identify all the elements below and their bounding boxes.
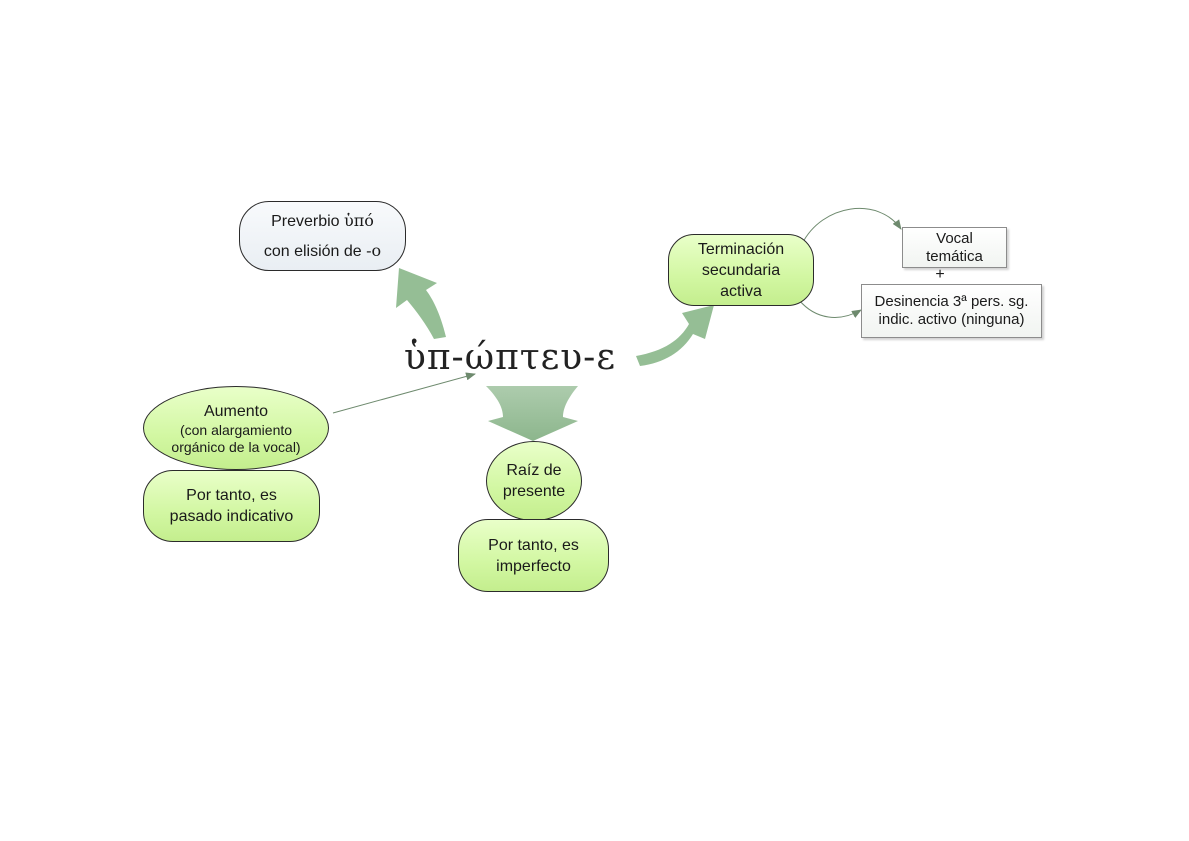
preverbio-greek: ὑπό: [344, 211, 374, 230]
desinencia-line-1: Desinencia 3ª pers. sg.: [874, 293, 1029, 310]
terminacion-line-2: secundaria: [701, 261, 781, 279]
pasado-line-2: pasado indicativo: [169, 508, 294, 525]
terminacion-line-1: Terminación: [697, 240, 785, 258]
plus-sign: +: [935, 266, 945, 283]
raiz-line-2: presente: [502, 483, 566, 500]
node-aumento: Aumento (con alargamiento orgánico de la…: [143, 386, 329, 470]
preverbio-label: Preverbio: [271, 213, 345, 230]
connector-aumento-to-word: [332, 372, 476, 414]
desinencia-line-2: indic. activo (ninguna): [878, 311, 1025, 328]
aumento-detail-1: (con alargamiento: [179, 421, 293, 438]
greek-verb-form: ὑπ-ώπτευ-ε: [404, 337, 616, 378]
node-vocal-tematica: Vocal temática: [902, 227, 1007, 268]
vocal-line-2: temática: [926, 247, 983, 265]
vocal-line-1: Vocal: [936, 229, 973, 247]
imperfecto-line-2: imperfecto: [496, 557, 571, 575]
preverbio-line-1: Preverbio ὑπό: [271, 210, 374, 232]
block-arrow-to-terminacion: [636, 305, 714, 366]
imperfecto-line-1: Por tanto, es: [488, 536, 579, 554]
node-imperfecto: Por tanto, es imperfecto: [458, 519, 609, 592]
elision-label: con elisión de: [263, 243, 367, 260]
connector-to-vocal: [801, 207, 902, 245]
block-arrow-to-preverbio: [396, 268, 446, 339]
preverbio-line-2: con elisión de -ο: [264, 240, 381, 262]
node-raiz-presente: Raíz de presente: [486, 441, 582, 521]
node-terminacion: Terminación secundaria activa: [668, 234, 814, 306]
aumento-title: Aumento: [203, 402, 269, 420]
elision-greek: -ο: [366, 241, 382, 260]
aumento-detail-2: orgánico de la vocal): [171, 438, 301, 455]
node-desinencia: Desinencia 3ª pers. sg. indic. activo (n…: [861, 284, 1042, 338]
terminacion-line-3: activa: [720, 282, 762, 300]
raiz-line-1: Raíz de: [506, 462, 562, 479]
node-preverbio: Preverbio ὑπό con elisión de -ο: [239, 201, 406, 271]
pasado-line-1: Por tanto, es: [186, 487, 277, 504]
connector-to-desinencia: [798, 299, 862, 318]
block-arrow-to-raiz: [486, 386, 578, 441]
node-pasado-indicativo: Por tanto, es pasado indicativo: [143, 470, 320, 542]
